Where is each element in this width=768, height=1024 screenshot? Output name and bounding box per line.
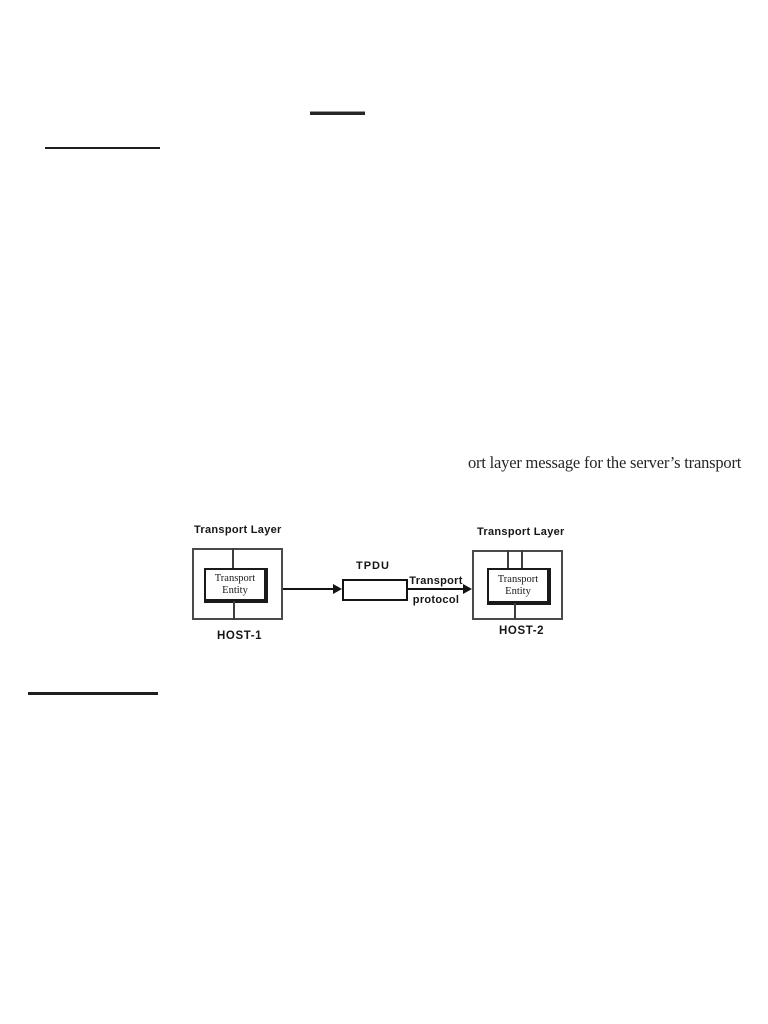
host1-label: HOST-1 [217, 630, 263, 642]
horizontal-rule-top-center [310, 112, 365, 115]
transport-protocol-label: Transport protocol [409, 575, 463, 606]
arrowhead-right-icon [333, 584, 342, 594]
truncated-text-line: ort layer message for the server’s trans… [468, 453, 742, 472]
host1-transport-layer-label: Transport Layer [194, 524, 282, 536]
host2-top-connector-line-right [521, 550, 523, 568]
arrow-line-host1-to-tpdu [283, 588, 334, 590]
arrow-line-tpdu-to-host2 [408, 588, 464, 590]
host2-bottom-connector-line [514, 603, 516, 619]
host2-label: HOST-2 [499, 625, 545, 637]
horizontal-rule-upper-left [45, 147, 160, 149]
host1-bottom-connector-line [233, 601, 235, 620]
arrowhead-right-icon [463, 584, 472, 594]
host2-transport-entity-box: Transport Entity [487, 568, 551, 605]
host2-transport-layer-label: Transport Layer [477, 526, 565, 538]
host1-transport-entity-box: Transport Entity [204, 568, 268, 603]
host1-top-connector-line [232, 548, 234, 568]
host2-top-connector-line-left [507, 550, 509, 568]
horizontal-rule-lower-left [28, 692, 158, 695]
tpdu-box [342, 579, 408, 601]
tpdu-label: TPDU [356, 560, 390, 572]
